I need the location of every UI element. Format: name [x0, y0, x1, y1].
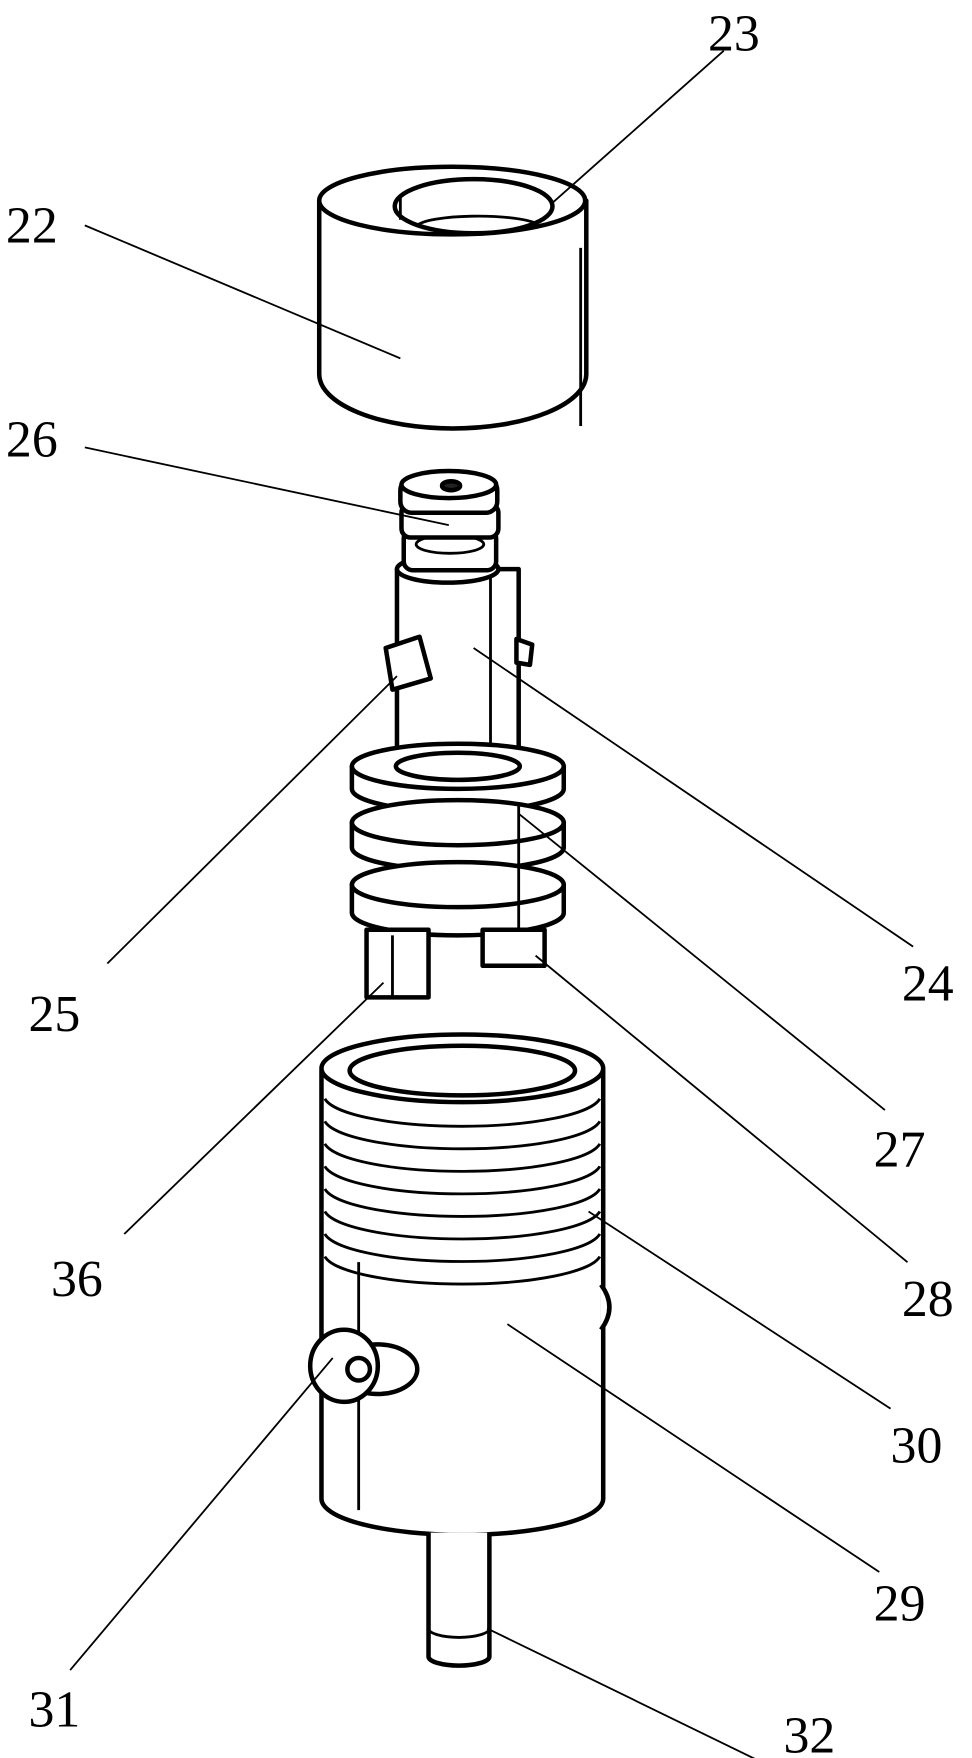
label-23: 23: [708, 6, 760, 63]
label-28: 28: [902, 1271, 954, 1328]
body-part-29: [307, 1032, 612, 1668]
valve-stem-part-24: [349, 468, 567, 1000]
label-29: 29: [874, 1576, 926, 1633]
label-25: 25: [28, 986, 80, 1043]
label-27: 27: [874, 1121, 926, 1178]
label-26: 26: [6, 411, 58, 468]
label-31: 31: [28, 1681, 80, 1738]
label-32: 32: [784, 1707, 836, 1758]
cap-part-22: [316, 164, 589, 431]
label-30: 30: [891, 1418, 943, 1475]
label-36: 36: [51, 1251, 103, 1308]
label-22: 22: [6, 197, 58, 254]
leader-lines: [69, 50, 914, 1758]
label-24: 24: [902, 956, 954, 1013]
thread-part-30: [323, 1098, 602, 1286]
